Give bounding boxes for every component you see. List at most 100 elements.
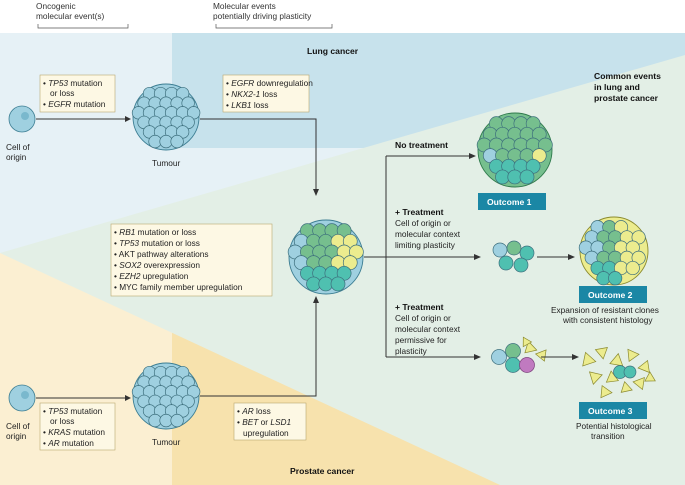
arrowhead — [474, 354, 481, 360]
transformed-cell — [637, 359, 650, 374]
arrowhead — [568, 254, 575, 260]
cell — [505, 343, 521, 359]
svg-text:potentially driving plasticity: potentially driving plasticity — [213, 11, 312, 21]
lung-tumour: Tumour — [131, 83, 201, 168]
outcome2-desc-2: with consistent histology — [562, 315, 653, 325]
cell — [506, 240, 522, 256]
cell — [513, 257, 529, 273]
svg-text:molecular context: molecular context — [395, 324, 461, 334]
svg-text:upregulation: upregulation — [243, 428, 289, 438]
cell — [505, 357, 521, 373]
svg-text:• TP53 mutation: • TP53 mutation — [43, 78, 103, 88]
transformed-cell — [632, 376, 645, 391]
svg-text:• AKT pathway alterations: • AKT pathway alterations — [114, 249, 209, 259]
no-treatment-label: No treatment — [395, 140, 448, 150]
lung-triangle-accent — [340, 33, 685, 140]
arrowhead — [125, 395, 131, 401]
cell — [170, 134, 184, 149]
svg-text:limiting plasticity: limiting plasticity — [395, 240, 456, 250]
transformed-cell — [522, 336, 533, 348]
arrowhead — [572, 354, 579, 360]
arrowhead — [313, 189, 319, 196]
common-events-box — [110, 223, 273, 297]
svg-text:in lung and: in lung and — [594, 82, 640, 92]
outcome2-desc-1: Expansion of resistant clones — [551, 305, 659, 315]
cell — [491, 349, 507, 365]
svg-text:• LKB1 loss: • LKB1 loss — [226, 100, 269, 110]
prostate-oncogenic-list: • TP53 mutation or loss • KRAS mutation … — [43, 406, 105, 448]
svg-text:molecular event(s): molecular event(s) — [36, 11, 104, 21]
svg-text:• TP53 mutation: • TP53 mutation — [43, 406, 103, 416]
prostate-cell-of-origin: Cell of origin — [6, 384, 36, 441]
permissive-cluster — [491, 336, 547, 373]
lung-plasticity-box — [222, 74, 310, 113]
transformed-cell — [600, 384, 613, 399]
svg-text:origin: origin — [6, 431, 27, 441]
cell — [330, 276, 346, 292]
treatment-permissive-label: + Treatment Cell of origin or molecular … — [395, 302, 461, 356]
transformed-cell — [609, 352, 624, 367]
svg-text:• MYC family member upregulati: • MYC family member upregulation — [114, 282, 243, 292]
cell — [495, 169, 510, 185]
cell — [519, 169, 535, 185]
svg-text:plasticity: plasticity — [395, 346, 428, 356]
central-tumour — [287, 219, 364, 295]
svg-text:prostate cancer: prostate cancer — [594, 93, 659, 103]
prostate-tumour: Tumour — [131, 362, 201, 447]
arrowhead — [125, 116, 131, 122]
svg-text:• AR loss: • AR loss — [237, 406, 271, 416]
outcome2-tumour — [578, 216, 649, 286]
svg-text:Cell of origin or: Cell of origin or — [395, 218, 451, 228]
lung-plasticity-list: • EGFR downregulation • NKX2-1 loss • LK… — [226, 78, 313, 110]
svg-text:Common events: Common events — [594, 71, 661, 81]
common-events-list: • RB1 mutation or loss • TP53 mutation o… — [114, 227, 243, 292]
transformed-cell — [644, 371, 656, 382]
header-plasticity: Molecular events potentially driving pla… — [213, 1, 333, 29]
svg-text:Outcome 1: Outcome 1 — [487, 197, 532, 207]
outcome1-badge: Outcome 1 — [478, 193, 546, 210]
cell — [519, 357, 535, 373]
svg-text:or loss: or loss — [50, 416, 74, 426]
transformed-cell — [594, 347, 608, 360]
svg-text:Cell of origin or: Cell of origin or — [395, 313, 451, 323]
cell — [519, 245, 535, 261]
svg-text:• TP53 mutation or loss: • TP53 mutation or loss — [114, 238, 200, 248]
prostate-plasticity-box — [233, 402, 307, 441]
svg-text:• BET or LSD1: • BET or LSD1 — [237, 417, 291, 427]
svg-text:• RB1 mutation or loss: • RB1 mutation or loss — [114, 227, 196, 237]
svg-text:• AR mutation: • AR mutation — [43, 438, 94, 448]
header-oncogenic: Oncogenic molecular event(s) — [36, 1, 129, 29]
lung-cell-of-origin: Cell of origin — [6, 105, 36, 162]
arrowhead — [469, 153, 476, 159]
arrow-prostate-tumour-to-central — [200, 302, 317, 397]
svg-text:Cell of: Cell of — [6, 421, 30, 431]
svg-text:origin: origin — [6, 152, 27, 162]
lung-oncogenic-list: • TP53 mutation or loss • EGFR mutation — [43, 78, 106, 109]
svg-text:Oncogenic: Oncogenic — [36, 1, 76, 11]
svg-text:• SOX2 overexpression: • SOX2 overexpression — [114, 260, 200, 270]
cell — [623, 365, 637, 379]
svg-text:Cell of: Cell of — [6, 142, 30, 152]
svg-text:Tumour: Tumour — [152, 437, 181, 447]
transformed-cell — [582, 351, 597, 367]
branch-connector — [364, 155, 475, 358]
svg-text:+ Treatment: + Treatment — [395, 207, 444, 217]
svg-text:Outcome 3: Outcome 3 — [588, 406, 633, 416]
cell — [625, 260, 640, 276]
limiting-cluster — [492, 240, 535, 273]
arrowhead — [474, 254, 481, 260]
outcome3-desc-1: Potential histological — [576, 421, 652, 431]
prostate-cancer-label: Prostate cancer — [290, 466, 355, 476]
svg-text:• EGFR downregulation: • EGFR downregulation — [226, 78, 313, 88]
svg-text:• EZH2 upregulation: • EZH2 upregulation — [114, 271, 189, 281]
svg-text:molecular context: molecular context — [395, 229, 461, 239]
transformed-cell — [627, 348, 640, 363]
svg-text:Molecular events: Molecular events — [213, 1, 276, 11]
lung-cancer-label: Lung cancer — [307, 46, 359, 56]
svg-text:permissive for: permissive for — [395, 335, 447, 345]
cell — [306, 276, 321, 292]
treatment-limiting-label: + Treatment Cell of origin or molecular … — [395, 207, 461, 250]
outcome2-badge: Outcome 2 — [579, 286, 647, 303]
svg-text:• EGFR mutation: • EGFR mutation — [43, 99, 106, 109]
